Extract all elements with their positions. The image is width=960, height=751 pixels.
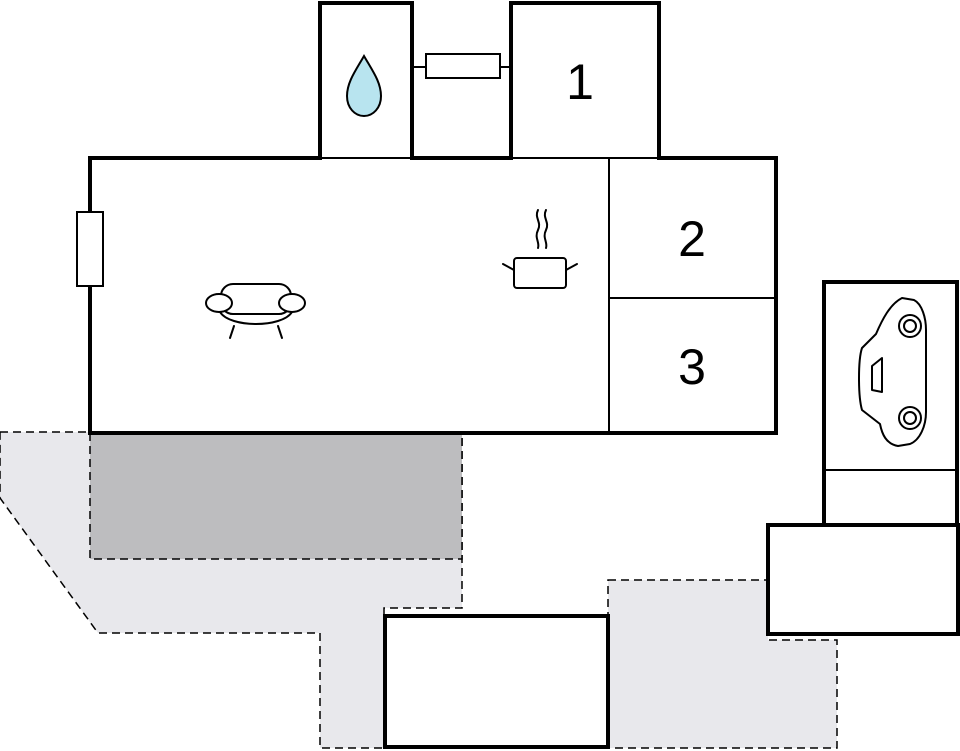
water-drop-icon xyxy=(345,53,383,118)
shed xyxy=(766,523,960,636)
kitchen-pot-icon xyxy=(502,209,578,289)
outbuilding xyxy=(383,614,610,749)
window-top xyxy=(425,53,501,79)
garage xyxy=(822,280,959,532)
room-1-label: 1 xyxy=(566,54,594,110)
covered-terrace xyxy=(89,432,463,560)
sofa-icon xyxy=(205,283,306,339)
room-2-label: 2 xyxy=(678,211,706,267)
room-3-label: 3 xyxy=(678,339,706,395)
window-left xyxy=(76,211,104,287)
car-icon xyxy=(858,297,927,447)
main-house-wall xyxy=(88,1,778,435)
